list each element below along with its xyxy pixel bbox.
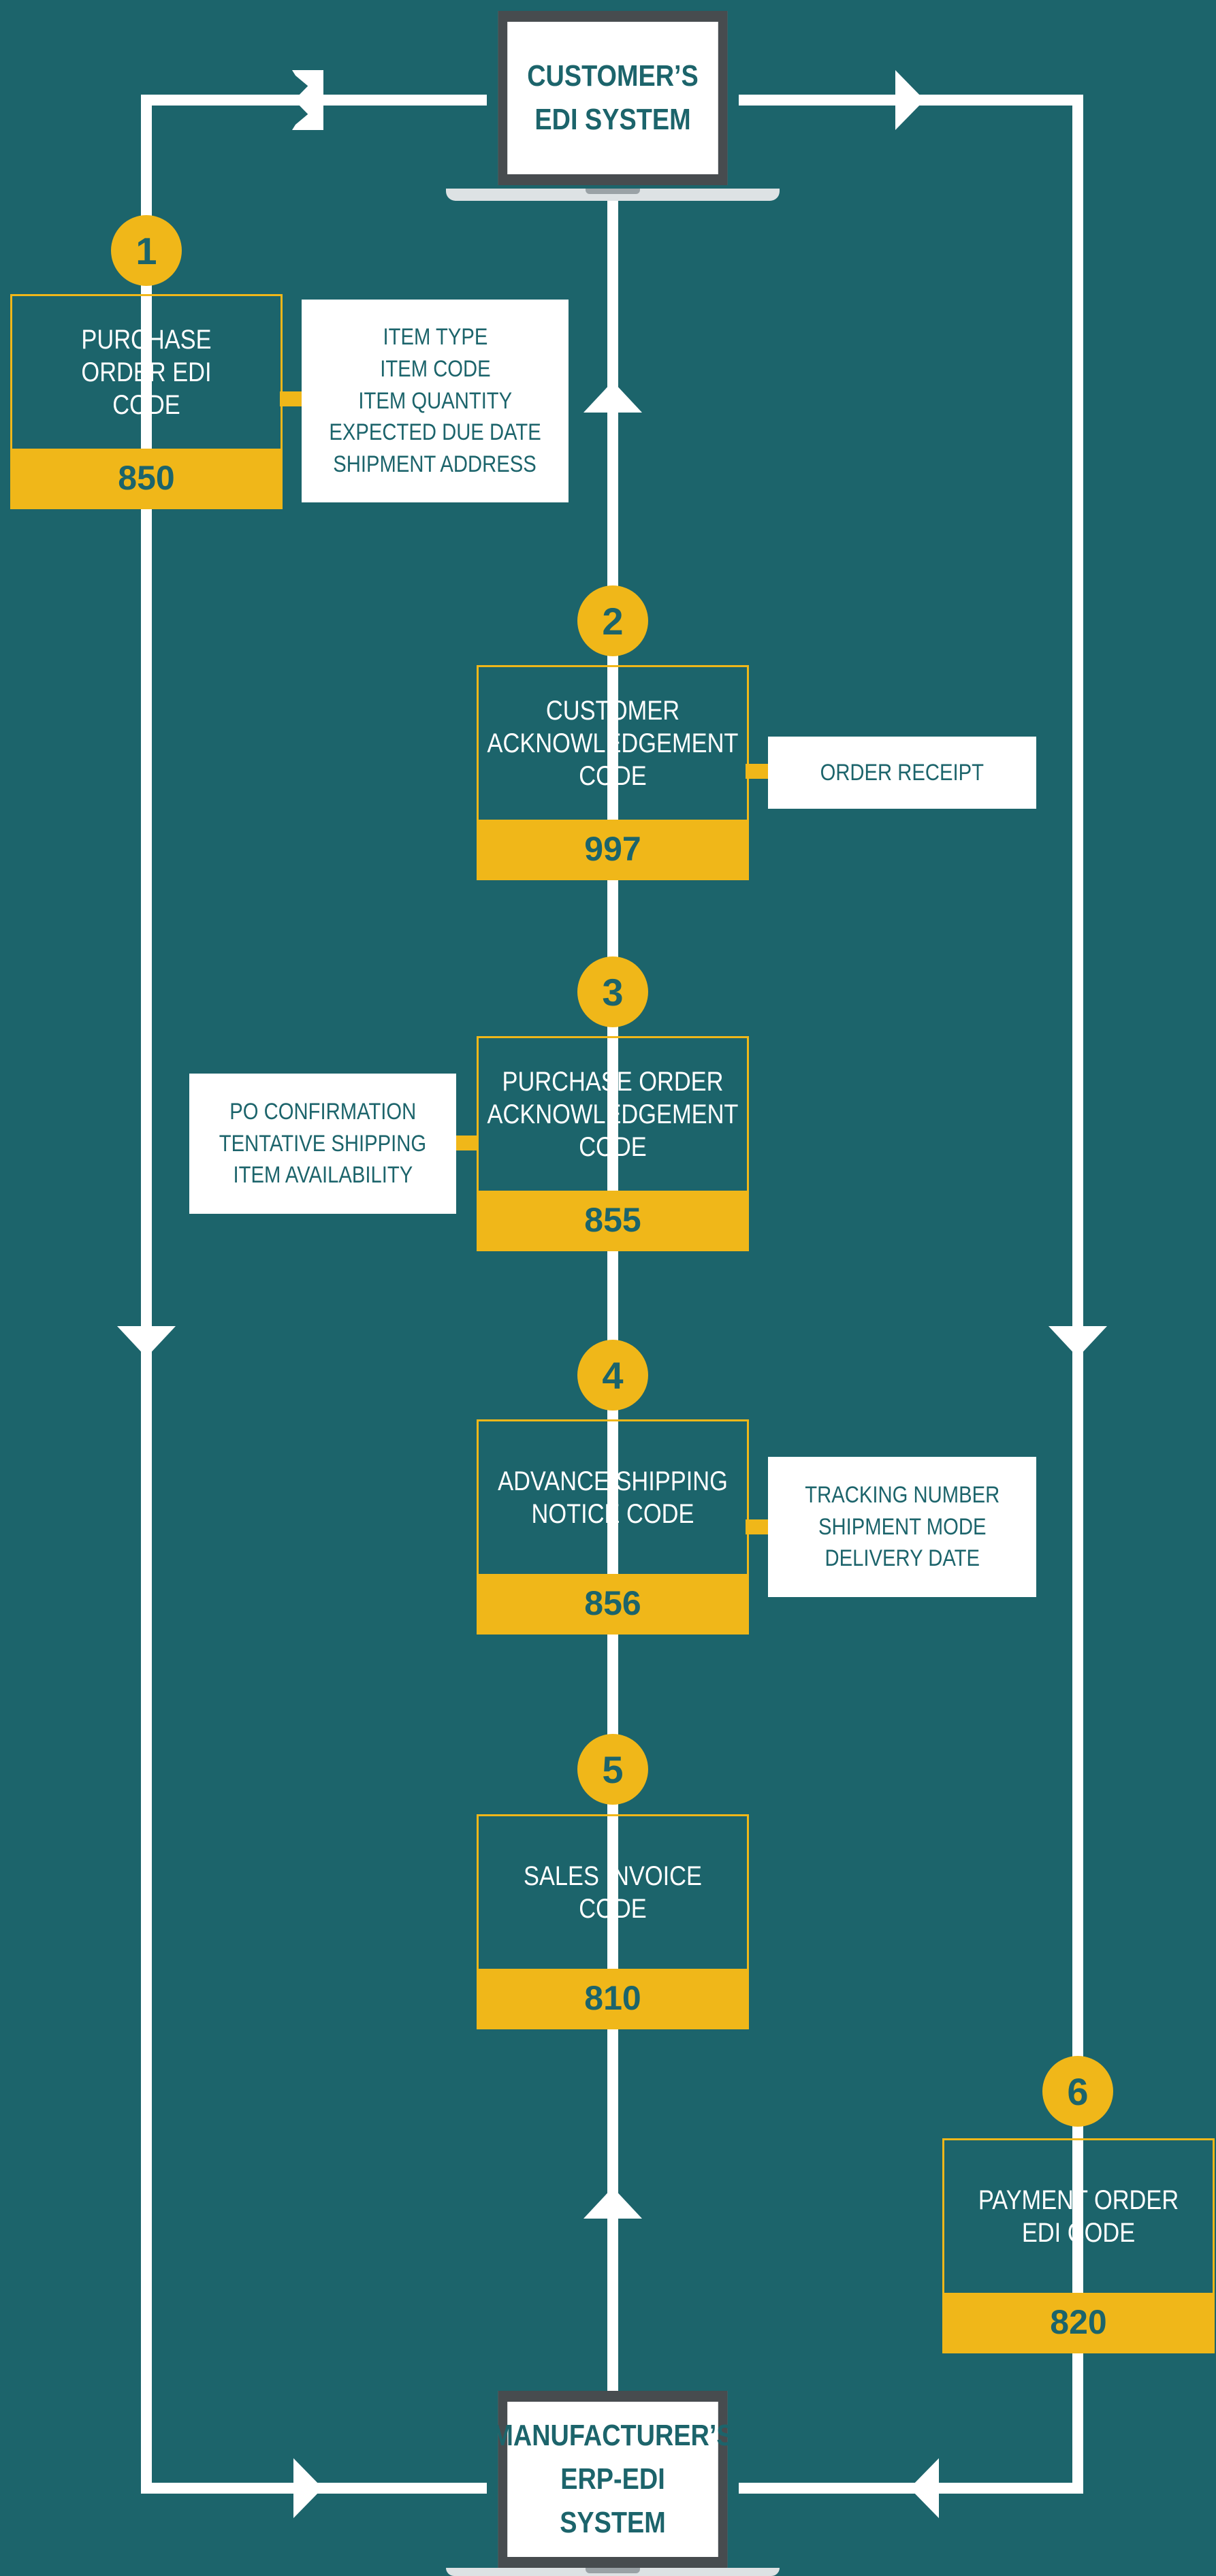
detail-line: TRACKING NUMBER [805, 1481, 999, 1508]
arrow-up-icon [583, 381, 642, 413]
detail-line: ITEM TYPE [383, 323, 487, 350]
step-label: SALES INVOICE CODE [498, 1816, 729, 1969]
step-label-line: CUSTOMER [545, 696, 680, 726]
detail-line: DELIVERY DATE [825, 1545, 980, 1572]
arrow-down-icon [117, 1326, 176, 1357]
step-label-line: CODE [579, 761, 647, 791]
details-box-850: ITEM TYPE ITEM CODE ITEM QUANTITY EXPECT… [302, 300, 569, 502]
bottom-system-line-2: ERP-EDI SYSTEM [560, 2462, 666, 2539]
details-box-855: PO CONFIRMATION TENTATIVE SHIPPING ITEM … [189, 1074, 456, 1214]
step-code: 810 [479, 1969, 747, 2027]
step-code: 850 [12, 449, 281, 507]
connector-stub-1 [280, 391, 303, 406]
detail-line: EXPECTED DUE DATE [329, 419, 541, 446]
step-card-855: PURCHASE ORDER ACKNOWLEDGEMENT CODE 855 [477, 1036, 749, 1251]
detail-line: ORDER RECEIPT [820, 759, 985, 786]
customer-edi-system: CUSTOMER’S EDI SYSTEM [498, 11, 728, 185]
bottom-system-line-1: MANUFACTURER’S [492, 2419, 734, 2453]
step-label-line: ACKNOWLEDGEMENT [487, 1099, 739, 1129]
step-card-810: SALES INVOICE CODE 810 [477, 1814, 749, 2029]
step-badge-5: 5 [577, 1734, 648, 1805]
step-badge-6: 6 [1042, 2056, 1113, 2127]
detail-line: ITEM CODE [379, 355, 491, 382]
step-label-line: NOTICE CODE [531, 1499, 694, 1529]
step-label-line: CODE [579, 1132, 647, 1162]
detail-line: TENTATIVE SHIPPING [219, 1130, 427, 1157]
step-badge-4: 4 [577, 1340, 648, 1411]
connector-stub-2 [746, 764, 769, 779]
step-label-line: ORDER EDI [81, 357, 212, 387]
detail-line: ITEM AVAILABILITY [233, 1162, 413, 1189]
top-system-line-2: EDI SYSTEM [534, 103, 691, 136]
step-label-line: CODE [112, 390, 180, 420]
connector-stub-3 [455, 1136, 479, 1150]
laptop-notch [586, 189, 640, 194]
step-label-line: ADVANCE SHIPPING [498, 1466, 728, 1496]
step-label-line: CODE [579, 1894, 647, 1924]
step-code: 855 [479, 1191, 747, 1249]
step-label-line: PAYMENT ORDER [978, 2185, 1179, 2215]
step-code: 856 [479, 1574, 747, 1632]
detail-line: PO CONFIRMATION [229, 1098, 416, 1125]
right-flow-line [739, 95, 1083, 2494]
connector-stub-4 [746, 1519, 769, 1534]
manufacturer-erp-system: MANUFACTURER’S ERP-EDI SYSTEM [492, 2391, 734, 2568]
step-code: 997 [479, 820, 747, 878]
arrow-left-icon-main [294, 70, 323, 130]
step-label-line: EDI CODE [1021, 2218, 1136, 2248]
arrow-right-icon [895, 70, 925, 130]
details-box-856: TRACKING NUMBER SHIPMENT MODE DELIVERY D… [768, 1457, 1036, 1597]
arrow-left-icon-bottom [910, 2458, 939, 2518]
step-badge-1: 1 [111, 215, 182, 286]
detail-line: SHIPMENT ADDRESS [333, 451, 537, 478]
step-card-856: ADVANCE SHIPPING NOTICE CODE 856 [477, 1419, 749, 1635]
step-card-997: CUSTOMER ACKNOWLEDGEMENT CODE 997 [477, 665, 749, 880]
step-label-line: PURCHASE ORDER [502, 1067, 724, 1097]
step-label: PAYMENT ORDER EDI CODE [963, 2140, 1194, 2293]
step-card-820: PAYMENT ORDER EDI CODE 820 [942, 2138, 1215, 2353]
step-code: 820 [944, 2293, 1213, 2351]
step-label: PURCHASE ORDER EDI CODE [31, 296, 262, 449]
details-box-997: ORDER RECEIPT [768, 737, 1036, 809]
detail-line: SHIPMENT MODE [818, 1513, 987, 1540]
step-badge-3: 3 [577, 956, 648, 1027]
arrow-right-icon-bottom [293, 2458, 323, 2518]
arrow-up-icon-lower [583, 2187, 642, 2219]
arrow-down-icon-right [1049, 1326, 1107, 1357]
step-label-line: SALES INVOICE [524, 1861, 702, 1891]
step-badge-2: 2 [577, 585, 648, 656]
laptop-notch-bottom [586, 2568, 640, 2573]
step-label: ADVANCE SHIPPING NOTICE CODE [498, 1421, 729, 1574]
laptop-base [446, 189, 780, 201]
step-label: PURCHASE ORDER ACKNOWLEDGEMENT CODE [487, 1038, 739, 1191]
step-label: CUSTOMER ACKNOWLEDGEMENT CODE [487, 667, 739, 820]
top-system-line-1: CUSTOMER’S [527, 59, 699, 93]
step-card-850: PURCHASE ORDER EDI CODE 850 [10, 294, 283, 509]
step-label-line: ACKNOWLEDGEMENT [487, 728, 739, 758]
step-label-line: PURCHASE [81, 325, 212, 355]
detail-line: ITEM QUANTITY [358, 387, 512, 414]
